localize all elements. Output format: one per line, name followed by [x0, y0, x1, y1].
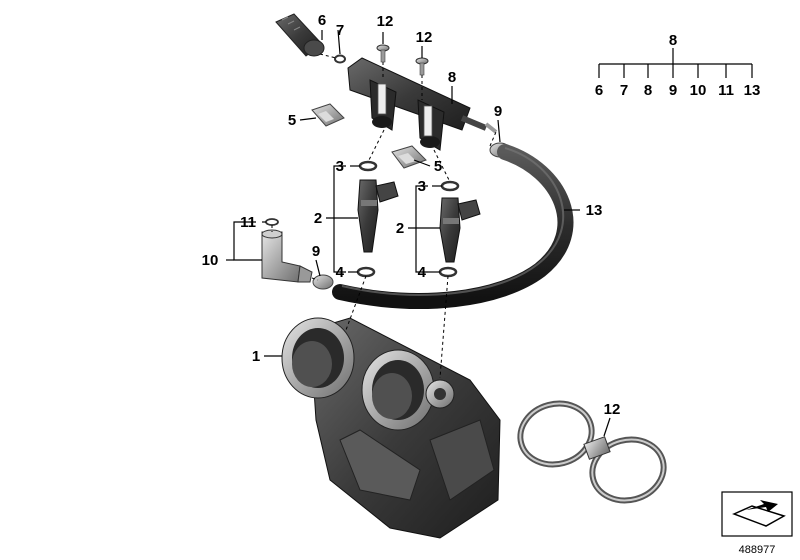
- callout-clip-left: 5: [288, 112, 296, 129]
- legend-child-label: 10: [690, 82, 707, 99]
- callout-fuel-rail: 8: [448, 69, 456, 86]
- part-fuel-rail: [347, 57, 498, 151]
- callout-elbow-connector: 10: [202, 252, 219, 269]
- part-elbow-oring: [265, 218, 279, 226]
- legend-child-label: 11: [718, 82, 734, 99]
- part-hose-clamp-left: [312, 274, 334, 290]
- orientation-box: 488977: [721, 491, 793, 556]
- part-screw-right: [415, 57, 429, 76]
- part-seal-left-bottom: [356, 266, 376, 278]
- callout-hose-clamp-left: 9: [312, 243, 320, 260]
- callout-oring-top: 7: [336, 22, 344, 39]
- part-injector-right: [439, 197, 481, 263]
- legend-child-label: 8: [644, 82, 652, 99]
- legend-child-label: 9: [669, 82, 677, 99]
- part-seal-left-top: [358, 160, 378, 172]
- part-oring-small: [334, 54, 346, 64]
- callout-hose-clamps: 12: [604, 401, 621, 418]
- part-clip-mid: [391, 145, 427, 169]
- callout-screw-right: 12: [416, 29, 433, 46]
- leader-lines: [226, 29, 611, 437]
- assembly-lines: [271, 53, 497, 379]
- legend-tree: 8 6 7 8 9 10 11 13: [595, 32, 761, 99]
- part-elbow-connector: [261, 229, 313, 283]
- callout-hose-clamp-right: 9: [494, 103, 502, 120]
- callout-clip-mid: 5: [434, 158, 442, 175]
- part-screw-left: [376, 44, 390, 63]
- arrow-orientation-icon: [732, 500, 786, 527]
- callout-seal-right-top: 3: [418, 178, 426, 195]
- callout-injector-right: 2: [396, 220, 404, 237]
- callout-throttle-body: 1: [252, 348, 260, 365]
- callout-seal-left-top: 3: [336, 158, 344, 175]
- part-hose-clamps: [517, 400, 667, 504]
- part-throttle-body: [281, 317, 501, 539]
- part-fuel-hose: [332, 144, 574, 309]
- callout-injector-left: 2: [314, 210, 322, 227]
- callout-seal-left-bottom: 4: [336, 264, 345, 281]
- part-injector-left: [357, 179, 399, 253]
- part-clip-left: [311, 103, 345, 127]
- legend-child-label: 13: [744, 82, 761, 99]
- callout-labels: 6 7 12 12 8 9 5 5 3 3 2 2 4 4 11 10 9 13…: [202, 12, 621, 418]
- callout-elbow-oring: 11: [240, 214, 256, 231]
- legend-root-label: 8: [669, 32, 677, 49]
- callout-screw-left: 12: [377, 13, 394, 30]
- part-seal-right-bottom: [438, 266, 458, 278]
- callout-seal-right-bottom: 4: [418, 264, 427, 281]
- callout-bolt-top: 6: [318, 12, 326, 29]
- legend-child-label: 6: [595, 82, 603, 99]
- callout-fuel-hose: 13: [586, 202, 603, 219]
- reference-number: 488977: [739, 544, 776, 556]
- legend-child-label: 7: [620, 82, 628, 99]
- part-seal-right-top: [440, 180, 460, 192]
- part-bolt-fitting: [275, 13, 325, 57]
